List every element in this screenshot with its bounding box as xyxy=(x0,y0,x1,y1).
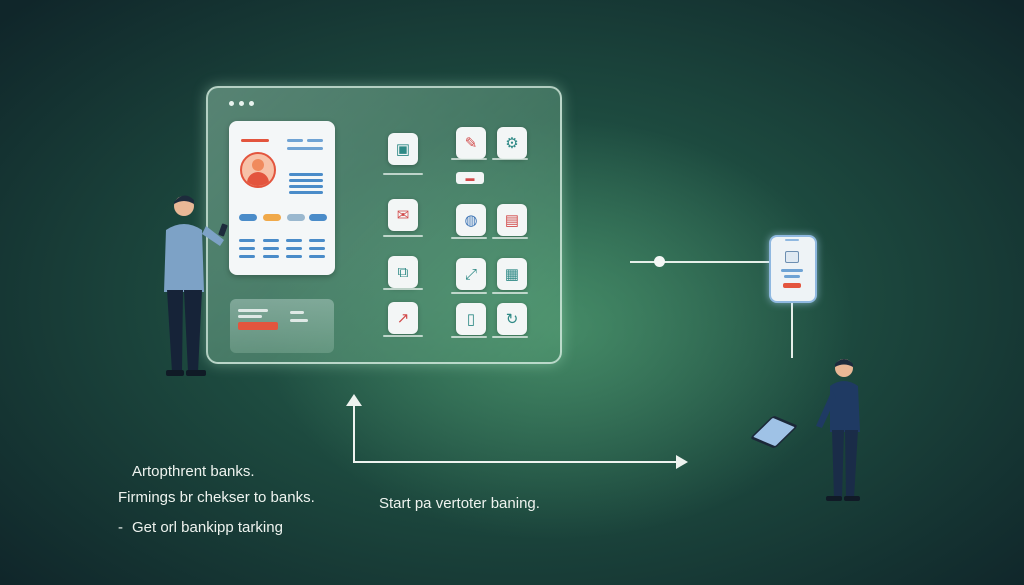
table-cell xyxy=(239,247,255,250)
edit-icon[interactable]: ✎ xyxy=(456,127,486,159)
status-pill[interactable] xyxy=(309,214,327,221)
caption-line-2: Firmings br chekser to banks. xyxy=(118,489,315,506)
caption-bullet: - xyxy=(118,519,123,536)
app-label xyxy=(451,237,487,239)
app-label xyxy=(492,292,528,294)
transfer-icon[interactable]: ⧉ xyxy=(388,256,418,288)
card-line xyxy=(287,139,303,142)
card-line xyxy=(289,191,323,194)
settings-icon[interactable]: ⚙ xyxy=(497,127,527,159)
status-pill[interactable] xyxy=(239,214,257,221)
caption-line-1: Artopthrent banks. xyxy=(132,463,255,480)
person-right xyxy=(816,359,860,501)
card-header-bar xyxy=(241,139,269,142)
card-line xyxy=(287,147,323,150)
card-line xyxy=(307,139,323,142)
mobile-phone-mockup[interactable] xyxy=(769,235,817,303)
profile-card[interactable] xyxy=(229,121,335,275)
app-label xyxy=(492,237,528,239)
table-cell xyxy=(239,239,255,242)
connector-line-vertical xyxy=(791,300,793,358)
table-cell xyxy=(239,255,255,258)
app-label xyxy=(492,158,528,160)
bank-card-icon[interactable]: ▤ xyxy=(497,204,527,236)
window-dots xyxy=(229,101,254,106)
tablet-device[interactable] xyxy=(749,415,799,449)
refresh-icon[interactable]: ↻ xyxy=(497,303,527,335)
chart-icon[interactable]: ↗ xyxy=(388,302,418,334)
status-pill[interactable] xyxy=(263,214,281,221)
globe-icon[interactable]: ◍ xyxy=(456,204,486,236)
sync-icon[interactable]: ⤢ xyxy=(456,258,486,290)
table-cell xyxy=(309,255,325,258)
flow-arrow-vertical xyxy=(353,404,355,462)
card-line xyxy=(289,179,323,182)
connector-node xyxy=(654,256,665,267)
table-cell xyxy=(286,239,302,242)
summary-card[interactable] xyxy=(230,299,334,353)
status-pill[interactable] xyxy=(287,214,305,221)
card-line xyxy=(289,185,323,188)
mail-icon[interactable]: ✉ xyxy=(388,199,418,231)
arrow-caption: Start pa vertoter baning. xyxy=(379,495,540,512)
receipt-icon[interactable]: ▦ xyxy=(497,258,527,290)
app-label xyxy=(451,292,487,294)
avatar xyxy=(240,152,276,188)
app-label xyxy=(451,336,487,338)
flow-arrow-horizontal xyxy=(353,461,680,463)
bank-tag-icon[interactable]: ▬ xyxy=(456,172,484,184)
phone-icon[interactable]: ▯ xyxy=(456,303,486,335)
app-label xyxy=(383,173,423,175)
app-label xyxy=(383,335,423,337)
connector-line xyxy=(630,261,770,263)
table-cell xyxy=(263,255,279,258)
table-cell xyxy=(263,239,279,242)
table-cell xyxy=(263,247,279,250)
table-cell xyxy=(286,247,302,250)
wallet-icon[interactable]: ▣ xyxy=(388,133,418,165)
arrow-head-up xyxy=(346,394,362,406)
table-cell xyxy=(286,255,302,258)
app-label xyxy=(383,235,423,237)
app-label xyxy=(383,288,423,290)
table-cell xyxy=(309,239,325,242)
app-label xyxy=(492,336,528,338)
table-cell xyxy=(309,247,325,250)
person-with-phone-left xyxy=(164,195,228,376)
app-label xyxy=(451,158,487,160)
arrow-head-right xyxy=(676,455,688,469)
caption-line-3: Get orl bankipp tarking xyxy=(132,519,283,536)
card-line xyxy=(289,173,323,176)
